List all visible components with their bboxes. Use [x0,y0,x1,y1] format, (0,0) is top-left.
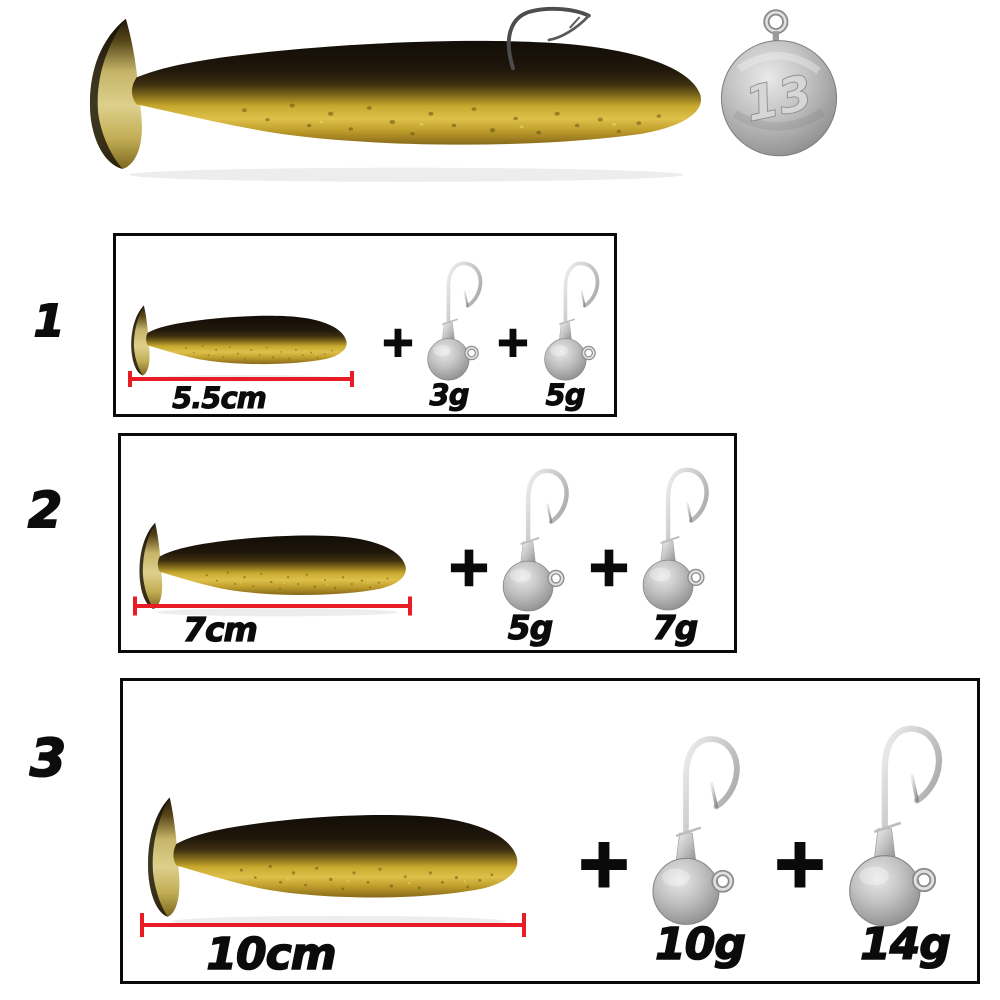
weight-label: 5g [545,378,586,412]
plus-icon: + [574,824,634,903]
jig-head-image-5g [542,261,600,383]
hero-hook-icon [506,6,591,71]
row-3-number: 3 [29,728,67,790]
plus-icon: + [494,317,531,366]
row-1-number: 1 [33,295,66,348]
length-label: 10cm [206,929,338,980]
weight-label: 3g [429,378,470,412]
hero-product-photo: 13 [0,0,1000,215]
plus-icon: + [379,317,416,366]
lure-image-large [148,797,518,928]
length-label: 7cm [182,610,258,649]
weight-label: 5g [507,608,554,647]
weight-label: 10g [654,919,746,970]
jig-head-image-14g [820,718,955,934]
weight-label: 7g [652,608,699,647]
option-box-3: 10cm + 10g + 14g [120,678,980,984]
row-2-number: 2 [27,481,63,540]
hero-jig-ball-image: 13 [720,9,838,157]
measure-line-10cm [140,923,526,927]
hero-lure-image [89,18,702,182]
measure-line-7cm [133,604,412,608]
length-label: 5.5cm [172,381,268,415]
lure-image-medium [139,522,406,617]
jig-head-image-3g [425,261,483,383]
option-box-2: 7cm + 5g + 7g [118,433,737,653]
plus-icon: + [770,824,830,903]
jig-head-image-7g [622,462,718,616]
measure-line-5-5cm [128,377,354,381]
jig-head-image-10g [625,729,752,932]
plus-icon: + [445,535,493,598]
jig-head-image-5g [482,463,578,617]
lure-image-small [131,305,347,382]
option-box-1: 5.5cm + 3g + 5g [113,233,617,417]
plus-icon: + [585,535,633,598]
weight-label: 14g [859,919,951,970]
